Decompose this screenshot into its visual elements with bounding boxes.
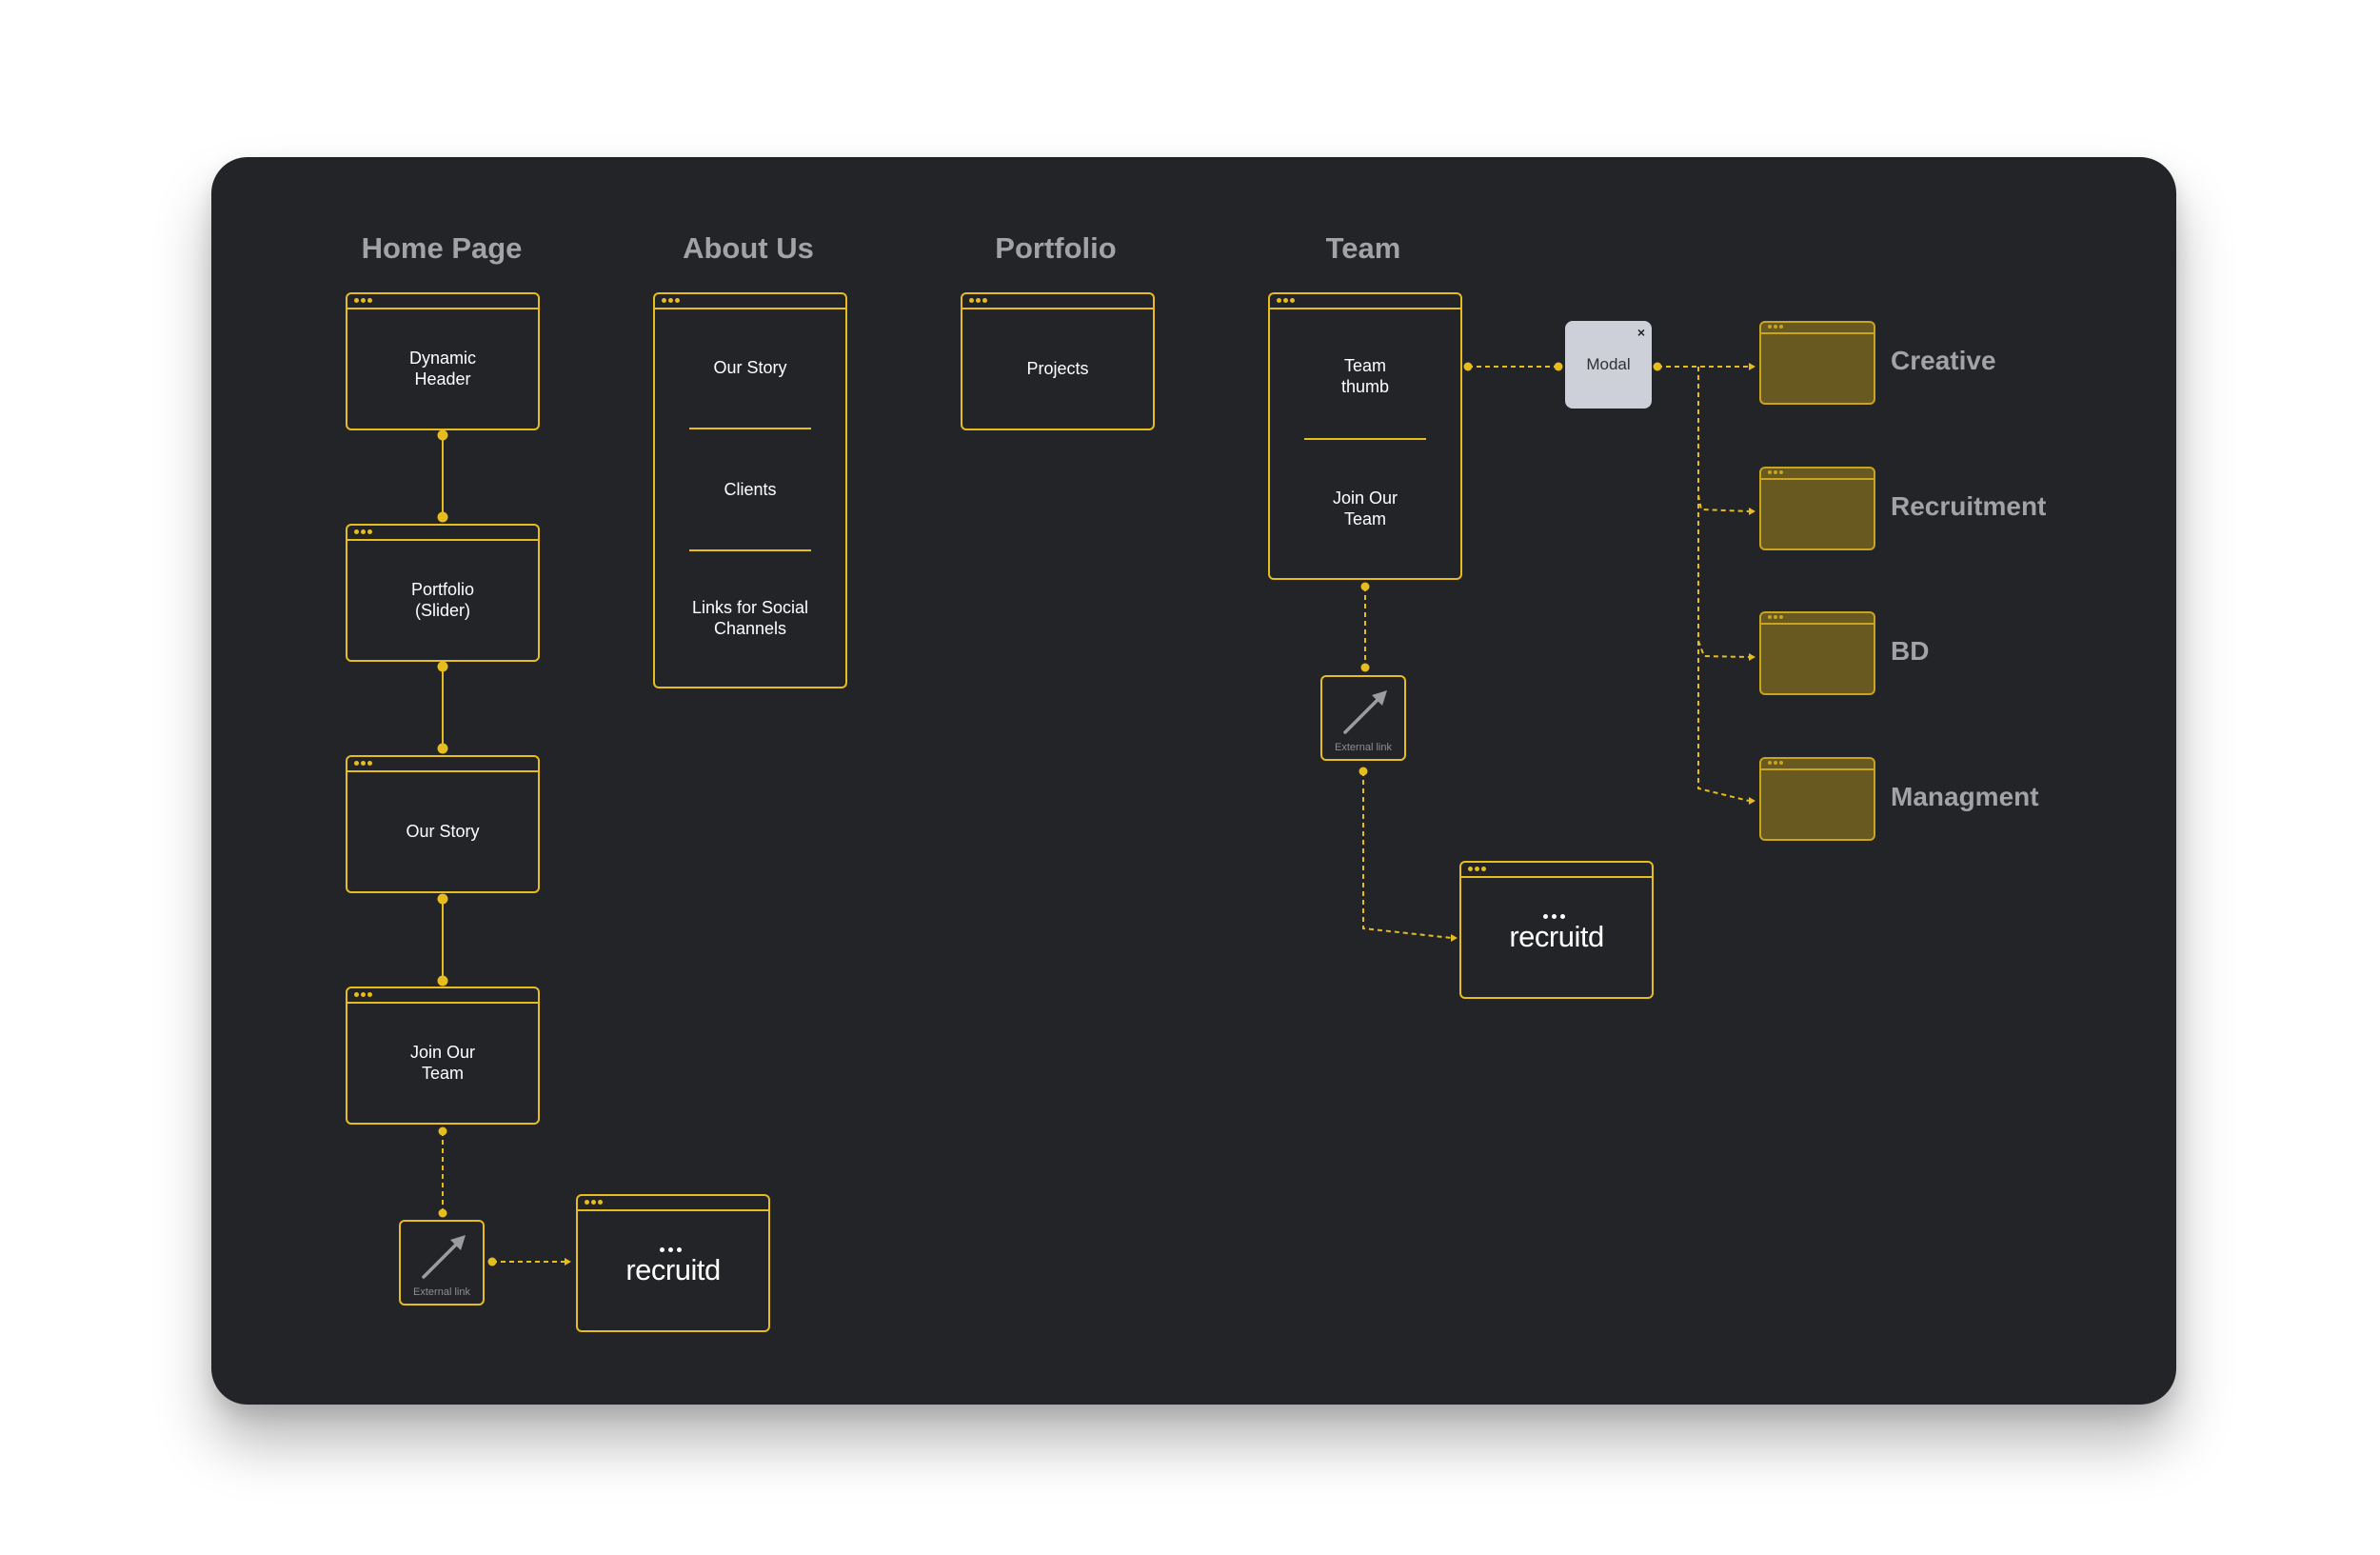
external-link-label: External link [413, 1286, 470, 1298]
home-recruitd-node[interactable]: recruitd [576, 1194, 770, 1332]
modal-label: Modal [1586, 355, 1631, 373]
home-dynamic-header-node[interactable]: Dynamic Header [346, 292, 540, 430]
team-node[interactable]: Team thumb Join Our Team [1268, 292, 1462, 580]
column-title-portfolio: Portfolio [995, 231, 1117, 265]
about-section-clients[interactable]: Clients [655, 429, 845, 549]
window-bar [962, 294, 1153, 309]
three-dots-icon [354, 992, 375, 998]
window-bar [1761, 613, 1874, 625]
team-external-link-node[interactable]: External link [1320, 675, 1406, 761]
team-modal[interactable]: × Modal [1565, 321, 1652, 409]
three-dots-icon [1768, 325, 1789, 330]
window-bar [578, 1196, 768, 1211]
window-bar [655, 294, 845, 309]
section-divider [1304, 438, 1426, 440]
three-dots-icon [1768, 470, 1789, 476]
team-section-join[interactable]: Join Our Team [1270, 440, 1460, 577]
about-us-node[interactable]: Our Story Clients Links for Social Chann… [653, 292, 847, 688]
section-divider [689, 428, 811, 429]
window-bar [347, 526, 538, 541]
three-dots-icon [1768, 615, 1789, 621]
column-title-team: Team [1325, 231, 1401, 265]
external-link-label: External link [1335, 742, 1392, 753]
three-dots-icon [1768, 761, 1789, 767]
category-label-managment: Managment [1891, 782, 2039, 811]
three-dots-icon [354, 298, 375, 304]
home-our-story-node[interactable]: Our Story [346, 755, 540, 893]
window-bar [1761, 323, 1874, 334]
section-label: Join Our Team [1332, 488, 1398, 528]
section-divider [689, 549, 811, 551]
window-bar [347, 757, 538, 772]
three-dots-icon [585, 1200, 605, 1206]
recruitd-logo: recruitd [1461, 876, 1652, 997]
home-join-team-node[interactable]: Join Our Team [346, 987, 540, 1125]
window-bar [1761, 468, 1874, 480]
node-label: Join Our Team [409, 1042, 476, 1083]
portfolio-projects-node[interactable]: Projects [961, 292, 1155, 430]
node-label: Portfolio (Slider) [410, 579, 475, 620]
window-bar [1270, 294, 1460, 309]
three-dots-icon [354, 529, 375, 535]
external-arrow-icon [422, 1235, 466, 1279]
three-dots-icon [662, 298, 683, 304]
home-external-link-node[interactable]: External link [399, 1220, 485, 1306]
section-label: Team thumb [1340, 356, 1390, 396]
recruitd-logo: recruitd [578, 1209, 768, 1330]
column-title-home: Home Page [361, 231, 523, 265]
window-bar [347, 294, 538, 309]
window-bar [347, 988, 538, 1004]
external-arrow-icon [1343, 690, 1387, 734]
category-node-bd[interactable] [1759, 611, 1875, 695]
three-dots-icon [969, 298, 990, 304]
team-section-thumb[interactable]: Team thumb [1270, 308, 1460, 445]
window-bar [1761, 759, 1874, 770]
node-label: Our Story [406, 821, 480, 841]
about-section-our-story[interactable]: Our Story [655, 308, 845, 428]
category-node-creative[interactable] [1759, 321, 1875, 405]
node-label: Projects [1026, 358, 1089, 378]
category-node-managment[interactable] [1759, 757, 1875, 841]
section-label: Links for Social Channels [691, 598, 809, 638]
recruitd-logo-text: recruitd [625, 1252, 721, 1286]
category-label-creative: Creative [1891, 346, 1996, 375]
home-portfolio-slider-node[interactable]: Portfolio (Slider) [346, 524, 540, 662]
three-dots-icon [1277, 298, 1298, 304]
category-label-recruitment: Recruitment [1891, 491, 2047, 521]
three-dots-icon [1468, 867, 1489, 872]
team-recruitd-node[interactable]: recruitd [1459, 861, 1654, 999]
column-title-about: About Us [683, 231, 814, 265]
section-label: Clients [724, 480, 777, 499]
about-section-social-links[interactable]: Links for Social Channels [655, 551, 845, 685]
window-bar [1461, 863, 1652, 878]
section-label: Our Story [713, 358, 787, 377]
recruitd-logo-text: recruitd [1509, 919, 1604, 953]
close-icon[interactable]: × [1636, 325, 1645, 340]
category-label-bd: BD [1891, 636, 1930, 666]
node-label: Dynamic Header [408, 348, 476, 389]
category-node-recruitment[interactable] [1759, 467, 1875, 550]
three-dots-icon [354, 761, 375, 767]
